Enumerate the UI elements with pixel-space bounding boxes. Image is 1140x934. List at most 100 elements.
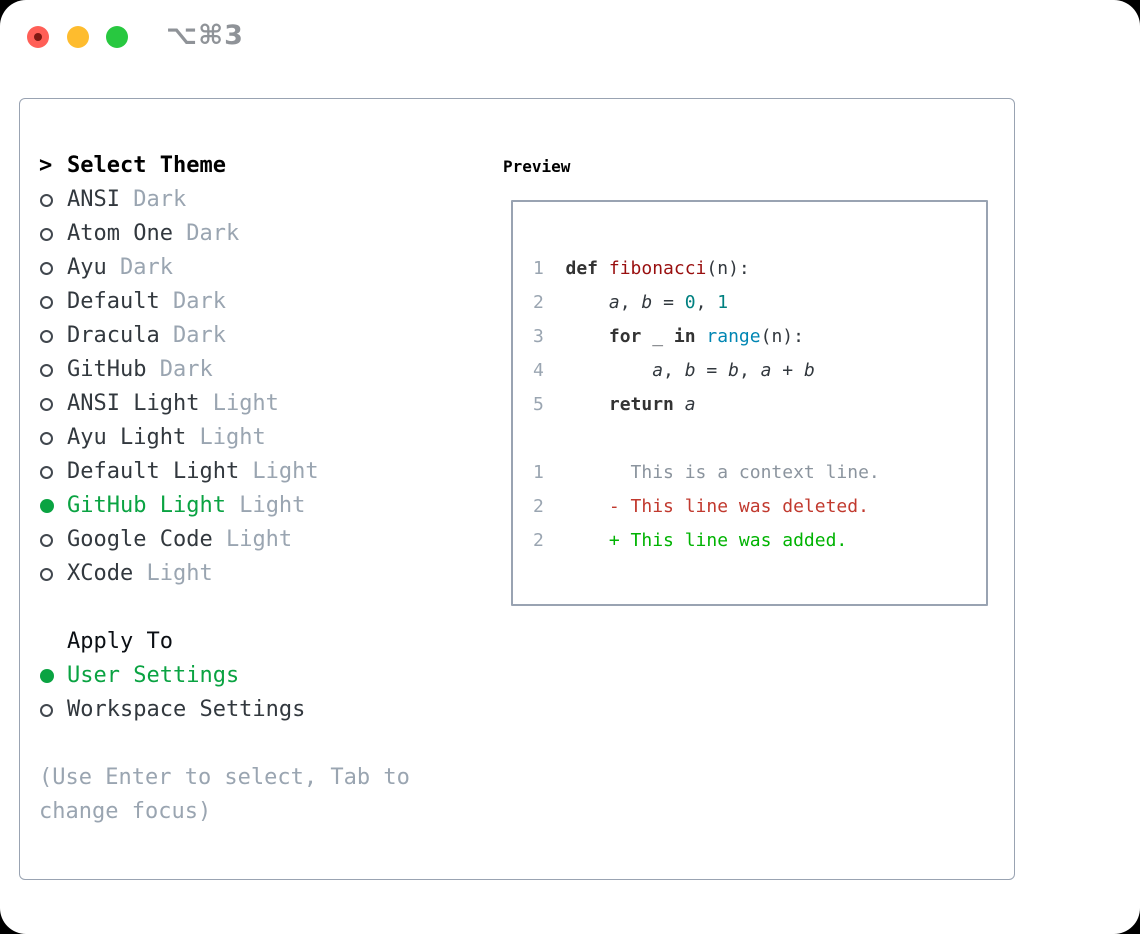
theme-name: Default Light [67,459,240,484]
window-titlebar[interactable]: ⌥⌘3 [0,0,1140,74]
diff-line-context: 1 This is a context line. [533,456,976,490]
window-title: ⌥⌘3 [166,20,244,51]
apply-option-label: User Settings [67,663,240,688]
theme-name: Ayu [67,255,107,280]
radio-unselected-icon [40,193,53,207]
radio-marker [39,533,67,547]
token-ident: b [641,292,653,313]
minimize-button[interactable] [67,26,89,48]
code-tokens: return a [566,388,696,422]
token-plain: (n): [706,258,750,279]
radio-unselected-icon [40,227,53,241]
line-number: 4 [533,360,544,381]
radio-marker [39,703,67,717]
radio-marker [39,669,67,683]
select-theme-title: Select Theme [67,153,226,178]
token-ident: a [608,292,620,313]
select-theme-header: > Select Theme [39,149,463,183]
help-text: (Use Enter to select, Tab to change focu… [39,765,410,824]
token-plain [566,360,653,381]
theme-name: XCode [67,561,134,586]
gap [39,591,463,625]
diff-line-added: 2 + This line was added. [533,524,976,558]
token-plain: + [771,360,804,381]
token-ident: a [684,394,696,415]
theme-name: ANSI [67,187,120,212]
code-line: 4 a, b = b, a + b [533,354,976,388]
code-line: 3 for _ in range(n): [533,320,976,354]
radio-marker [39,567,67,581]
token-number: 0 [684,292,696,313]
line-number: 3 [533,326,544,347]
theme-name: ANSI Light [67,391,200,416]
radio-unselected-icon [40,363,53,377]
line-number: 5 [533,394,544,415]
token-plain: (n): [760,326,804,347]
theme-option-ansi[interactable]: ANSI Dark [39,183,463,217]
token-plain: , [663,360,685,381]
radio-marker [39,499,67,513]
code-tokens: for _ in range(n): [566,320,804,354]
radio-selected-icon [40,499,54,513]
theme-option-atom-one[interactable]: Atom One Dark [39,217,463,251]
theme-option-default-light[interactable]: Default Light Light [39,455,463,489]
token-keyword: for [608,326,642,347]
theme-option-ayu-light[interactable]: Ayu Light Light [39,421,463,455]
theme-option-ayu[interactable]: Ayu Dark [39,251,463,285]
radio-marker [39,227,67,241]
theme-option-dracula[interactable]: Dracula Dark [39,319,463,353]
gap [39,727,463,761]
theme-variant: Dark [172,221,240,246]
theme-option-github[interactable]: GitHub Dark [39,353,463,387]
radio-marker [39,295,67,309]
theme-variant: Light [186,425,266,450]
token-plain [674,394,685,415]
token-keyword: def [565,258,609,279]
line-number: 1 [533,462,544,483]
radio-marker [39,261,67,275]
code-tokens: def fibonacci(n): [566,252,750,286]
gap [533,422,976,456]
theme-variant: Dark [159,323,226,348]
diff-text: This is a context line. [565,462,880,483]
theme-option-github-light[interactable]: GitHub Light Light [39,489,463,523]
theme-variant: Dark [146,357,213,382]
theme-option-ansi-light[interactable]: ANSI Light Light [39,387,463,421]
theme-option-google-code[interactable]: Google Code Light [39,523,463,557]
theme-name: Dracula [67,323,160,348]
theme-variant: Light [225,493,306,518]
token-ident: a [760,360,772,381]
zoom-button[interactable] [106,26,128,48]
theme-variant: Light [133,561,213,586]
code-line: 5 return a [533,388,976,422]
token-keyword: in [673,326,696,347]
close-button[interactable] [27,26,49,48]
apply-option-label: Workspace Settings [67,697,306,722]
token-plain: = [695,360,729,381]
preview-header: Preview [503,149,988,183]
token-plain: = [652,292,685,313]
theme-name: Ayu Light [67,425,187,450]
theme-variant: Dark [159,289,226,314]
theme-option-default[interactable]: Default Dark [39,285,463,319]
token-keyword: return [608,394,674,415]
code-tokens: a, b = b, a + b [566,354,815,388]
token-ident: b [803,360,815,381]
theme-variant: Dark [106,255,173,280]
apply-to-title: Apply To [67,629,173,654]
theme-name: Atom One [67,221,173,246]
apply-option-user-settings[interactable]: User Settings [39,659,463,693]
radio-unselected-icon [40,329,53,343]
radio-unselected-icon [40,431,53,445]
apply-to-header: Apply To [39,625,463,659]
theme-option-xcode[interactable]: XCode Light [39,557,463,591]
apply-option-workspace-settings[interactable]: Workspace Settings [39,693,463,727]
